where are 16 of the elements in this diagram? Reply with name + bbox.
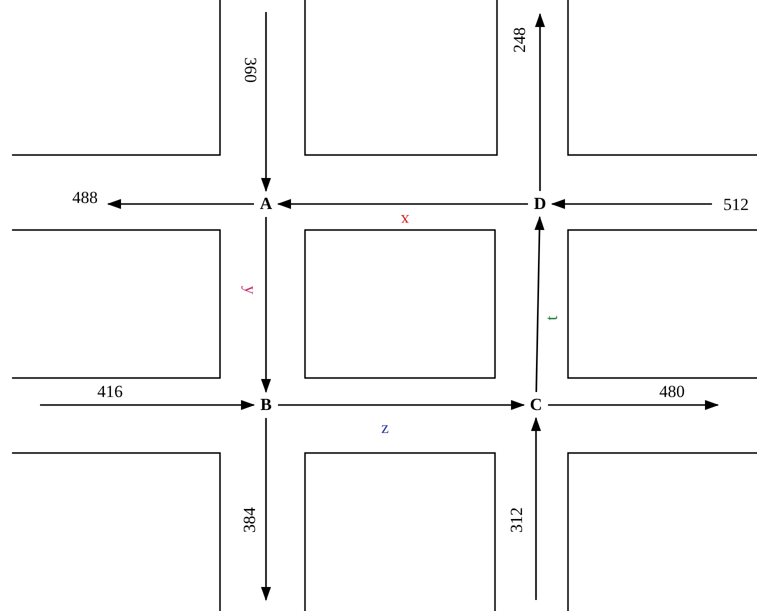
- arrow: [261, 418, 271, 601]
- arrow: [548, 400, 719, 410]
- intersection-label: C: [527, 395, 545, 415]
- arrow: [261, 12, 271, 192]
- intersection-label: D: [531, 194, 549, 214]
- intersection-label: B: [257, 395, 275, 415]
- arrow: [551, 199, 712, 209]
- arrow: [277, 199, 528, 209]
- arrow: [278, 400, 525, 410]
- intersection-label: A: [257, 194, 275, 214]
- arrow: [40, 400, 255, 410]
- arrow: [535, 13, 545, 191]
- arrow: [107, 199, 254, 209]
- arrow: [531, 417, 541, 600]
- arrow: [261, 217, 271, 393]
- arrow: [534, 216, 544, 392]
